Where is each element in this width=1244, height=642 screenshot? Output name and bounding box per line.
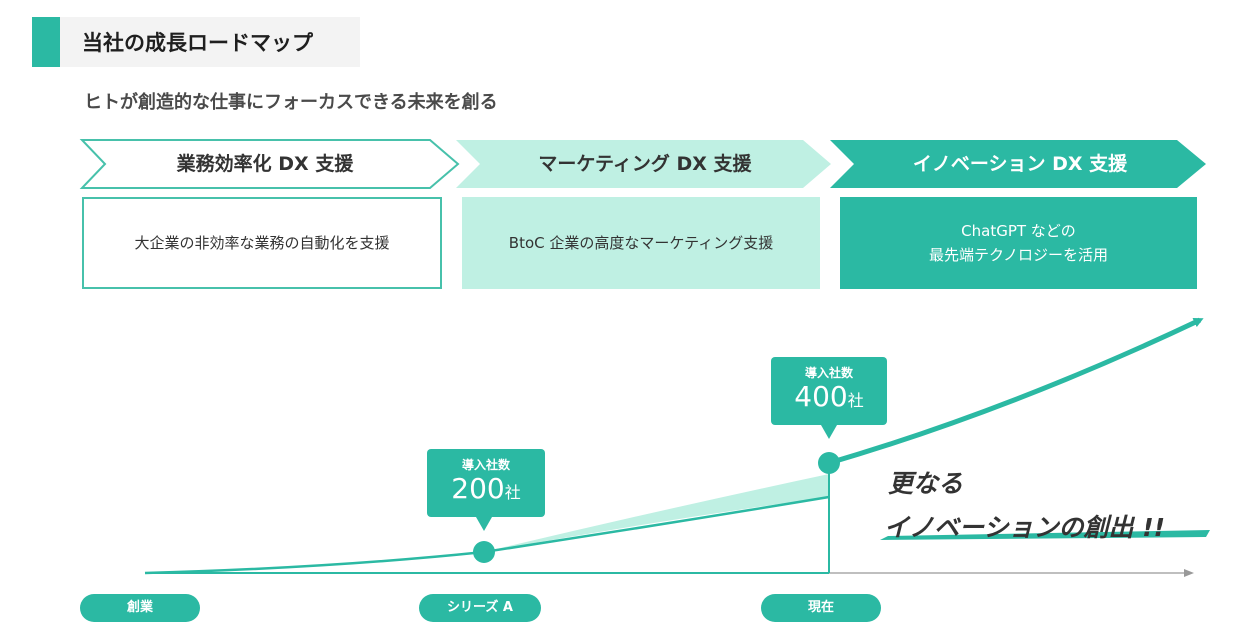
stage-3-label: イノベーション DX 支援 (912, 153, 1128, 175)
stage-1-chevron (79, 139, 460, 189)
callout-400-unit: 社 (847, 391, 864, 410)
page-subtitle: ヒトが創造的な仕事にフォーカスできる未来を創る (84, 92, 498, 113)
future-growth-arrow (828, 317, 1204, 466)
stage-2-chevron (456, 140, 831, 188)
growth-area (484, 474, 829, 552)
stage-2-description-box: BtoC 企業の高度なマーケティング支援 (462, 197, 820, 289)
page-title: 当社の成長ロードマップ (82, 31, 313, 55)
stage-3-description-line-1: ChatGPT などの (961, 222, 1076, 240)
callout-200-number: 200 (451, 472, 505, 505)
series-a-dot (473, 541, 495, 563)
callout-200: 導入社数 200社 (427, 449, 545, 517)
slogan-line-1: 更なる (888, 469, 964, 498)
callout-200-value: 200社 (427, 472, 545, 510)
callout-200-label: 導入社数 (461, 458, 510, 472)
stage-3-chevron (830, 140, 1206, 188)
stage-2-label: マーケティング DX 支援 (538, 153, 752, 175)
callout-400-value: 400社 (771, 380, 887, 418)
stage-1-description-box: 大企業の非効率な業務の自動化を支援 (82, 197, 442, 289)
callout-400-label: 導入社数 (804, 366, 853, 380)
stage-1-description: 大企業の非効率な業務の自動化を支援 (134, 234, 390, 252)
stage-3-description-line-2: 最先端テクノロジーを活用 (928, 246, 1109, 264)
callout-200-unit: 社 (504, 483, 521, 502)
timeline-axis-arrowhead (1184, 569, 1194, 577)
callout-400: 導入社数 400社 (771, 357, 887, 425)
slogan-line-2: イノベーションの創出 !! (884, 513, 1166, 542)
callout-400-number: 400 (794, 380, 848, 413)
title-accent-bar (32, 17, 60, 67)
title-background (32, 17, 360, 67)
stage-3-description-box: ChatGPT などの 最先端テクノロジーを活用 (840, 197, 1197, 289)
milestone-series-a-pill: シリーズ A (419, 594, 541, 622)
stage-2-description: BtoC 企業の高度なマーケティング支援 (508, 234, 774, 252)
present-dot (818, 452, 840, 474)
callout-400-tail (821, 425, 837, 439)
milestone-founding-pill: 創業 (80, 594, 200, 622)
callout-200-tail (476, 517, 492, 531)
slogan-underline (880, 530, 1210, 540)
milestone-present-pill: 現在 (761, 594, 881, 622)
stage-1-label: 業務効率化 DX 支援 (176, 153, 354, 175)
